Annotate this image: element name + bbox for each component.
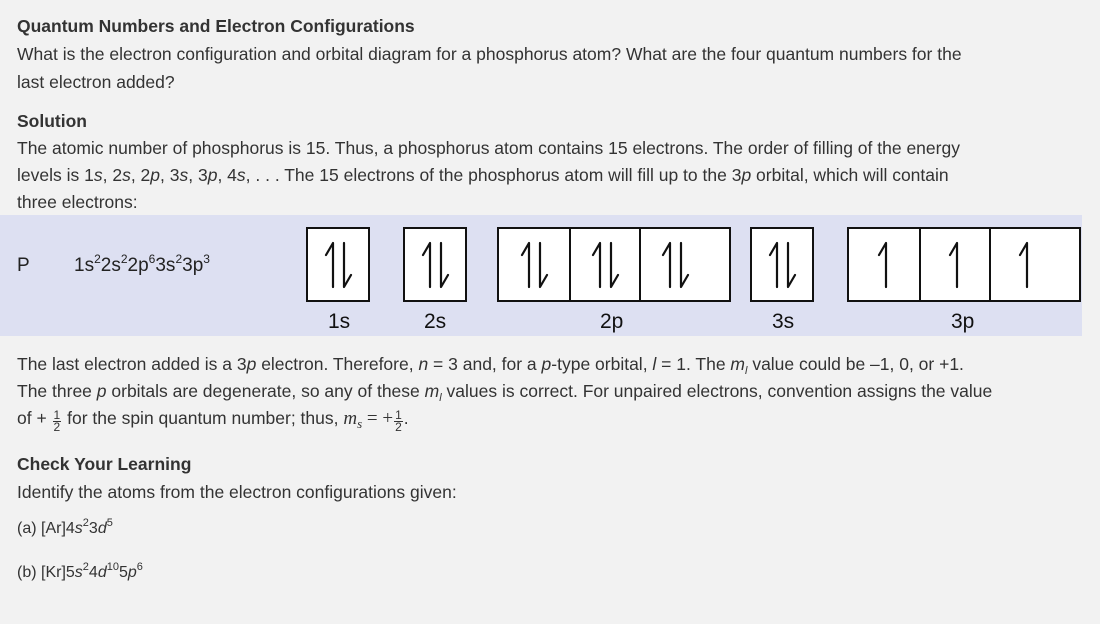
check-heading: Check Your Learning	[17, 454, 192, 474]
spin-up-arrow	[421, 241, 432, 288]
spin-up-arrow	[591, 241, 602, 288]
orbital-box	[639, 229, 709, 300]
heading: Quantum Numbers and Electron Configurati…	[17, 16, 415, 36]
item-a: (a) [Ar]4s23d5	[17, 517, 113, 538]
spin-up-arrow	[661, 241, 672, 288]
electron-arrows	[948, 241, 959, 288]
electron-arrows	[877, 241, 888, 288]
spin-down-arrow	[538, 241, 549, 288]
solution-line-2: levels is 1s, 2s, 2p, 3s, 3p, 4s, . . . …	[17, 165, 949, 185]
spin-up-arrow	[948, 241, 959, 288]
question-line-1: What is the electron configuration and o…	[17, 44, 962, 64]
spin-down-arrow	[609, 241, 620, 288]
solution-line-3: three electrons:	[17, 192, 138, 212]
orbital-group-3p	[847, 227, 1081, 302]
electron-arrows	[1018, 241, 1029, 288]
orbital-box	[499, 229, 569, 300]
element-symbol: P	[17, 255, 30, 276]
orbital-box	[405, 229, 465, 300]
solution-heading: Solution	[17, 111, 87, 131]
item-b: (b) [Kr]5s24d105p6	[17, 561, 143, 582]
electron-arrows	[768, 241, 797, 288]
explanation-line-2: The three p orbitals are degenerate, so …	[17, 381, 993, 404]
electron-configuration: 1s22s22p63s23p3	[74, 252, 210, 276]
spin-up-arrow	[768, 241, 779, 288]
spin-up-arrow	[520, 241, 531, 288]
orbital-box	[989, 229, 1059, 300]
orbital-label-3p: 3p	[951, 310, 975, 333]
orbital-group-2s	[403, 227, 467, 302]
spin-down-arrow	[439, 241, 450, 288]
question-line-2: last electron added?	[17, 72, 175, 92]
electron-arrows	[661, 241, 690, 288]
electron-arrows	[324, 241, 353, 288]
spin-up-arrow	[877, 241, 888, 288]
orbital-label-2s: 2s	[424, 310, 447, 333]
electron-arrows	[520, 241, 549, 288]
electron-arrows	[421, 241, 450, 288]
orbital-group-2p	[497, 227, 731, 302]
orbital-label-3s: 3s	[772, 310, 795, 333]
orbital-group-3s	[750, 227, 814, 302]
check-text: Identify the atoms from the electron con…	[17, 482, 457, 502]
orbital-box	[849, 229, 919, 300]
orbital-label-2p: 2p	[600, 310, 624, 333]
spin-up-arrow	[1018, 241, 1029, 288]
orbital-box	[752, 229, 812, 300]
electron-arrows	[591, 241, 620, 288]
orbital-box	[308, 229, 368, 300]
orbital-box	[919, 229, 989, 300]
spin-up-arrow	[324, 241, 335, 288]
orbital-label-1s: 1s	[328, 310, 351, 333]
solution-line-1: The atomic number of phosphorus is 15. T…	[17, 138, 960, 158]
orbital-box	[569, 229, 639, 300]
explanation-line-1: The last electron added is a 3p electron…	[17, 354, 964, 377]
spin-down-arrow	[342, 241, 353, 288]
orbital-group-1s	[306, 227, 370, 302]
spin-down-arrow	[679, 241, 690, 288]
spin-down-arrow	[786, 241, 797, 288]
